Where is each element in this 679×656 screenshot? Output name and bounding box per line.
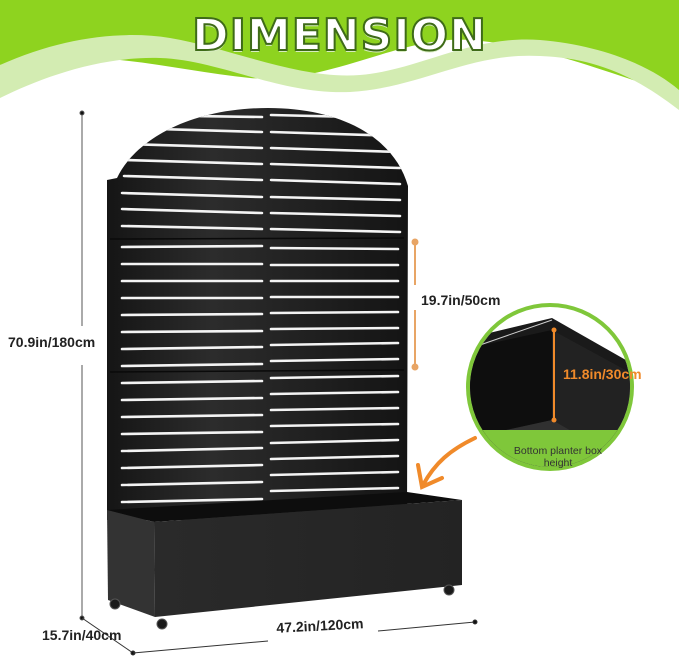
depth-label: 15.7in/40cm bbox=[42, 627, 122, 643]
planter-box bbox=[107, 492, 462, 630]
page-title: DIMENSION bbox=[191, 9, 487, 62]
panel-section-dimension-line bbox=[411, 238, 419, 371]
height-dimension-line bbox=[79, 110, 85, 621]
trellis-panel bbox=[107, 108, 408, 520]
panel-section-height-label: 19.7in/50cm bbox=[421, 292, 501, 308]
total-height-label: 70.9in/180cm bbox=[8, 334, 96, 350]
caster-wheels bbox=[109, 584, 455, 630]
width-dimension-line bbox=[132, 619, 478, 654]
pointer-arrow bbox=[416, 436, 477, 490]
planter-box-height-label: 11.8in/30cm bbox=[563, 366, 642, 382]
inset-caption: Bottom planter box height bbox=[513, 445, 603, 469]
header-background bbox=[0, 0, 679, 110]
inset-detail bbox=[466, 303, 634, 471]
